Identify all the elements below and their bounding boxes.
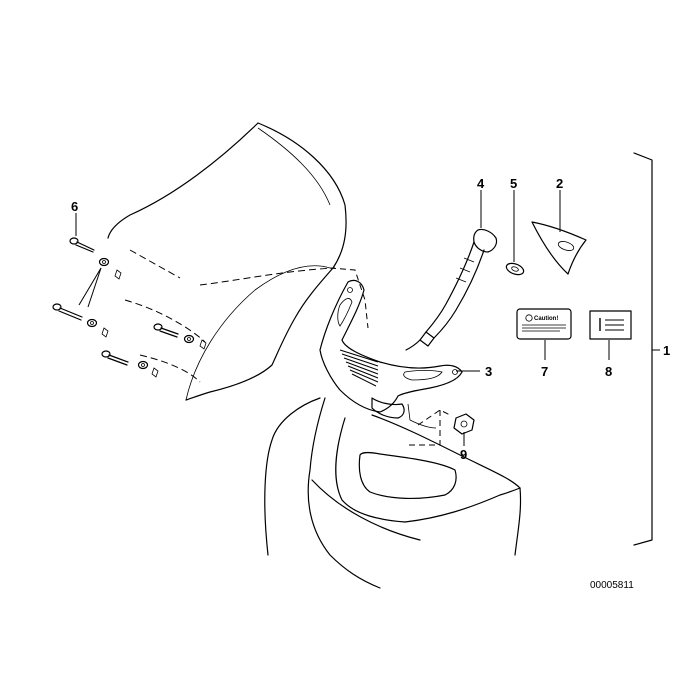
leader-lines	[75, 190, 610, 446]
gasket	[531, 221, 587, 275]
callout-7: 7	[541, 364, 548, 379]
caution-label-text: Caution!	[534, 316, 558, 322]
group-bracket	[633, 152, 653, 546]
callout-3: 3	[485, 364, 492, 379]
screw-set	[52, 237, 207, 378]
caution-label: Caution!	[516, 308, 572, 340]
fairing	[264, 397, 522, 589]
callout-4: 4	[477, 176, 485, 191]
callout-2: 2	[556, 176, 563, 191]
callout-6: 6	[71, 199, 78, 214]
assembly-lines	[329, 267, 453, 446]
washer	[505, 262, 525, 276]
callout-1: 1	[663, 343, 670, 358]
callout-8: 8	[605, 364, 612, 379]
bracket	[319, 279, 463, 419]
drawing-code: 00005811	[590, 580, 634, 591]
hex-nut	[453, 413, 475, 435]
windshield	[107, 122, 347, 401]
instruction-label	[589, 310, 632, 340]
callout-5: 5	[510, 176, 517, 191]
bolt	[405, 228, 498, 351]
callout-9: 9	[460, 447, 467, 462]
